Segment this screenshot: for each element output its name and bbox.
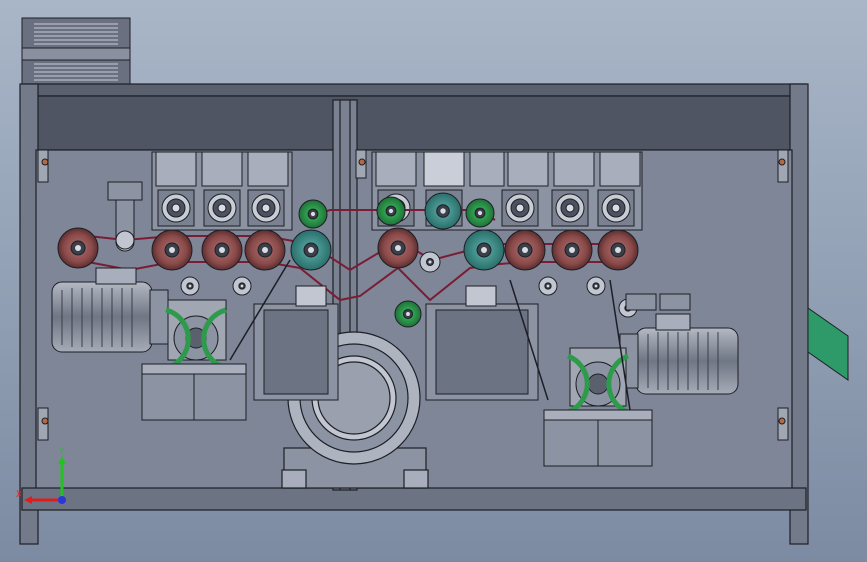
roller-13: [424, 192, 462, 230]
base-block-left: [141, 363, 247, 421]
motor-left: [51, 267, 169, 353]
roller-1: [57, 227, 99, 269]
roller-4: [244, 229, 286, 271]
roller-12: [376, 196, 406, 226]
roller-21: [586, 276, 606, 296]
roller-9: [551, 229, 593, 271]
base-block-right: [543, 409, 653, 467]
bearing-3: [247, 189, 285, 227]
chutes: [253, 285, 539, 401]
roller-8: [504, 229, 546, 271]
roller-5: [290, 229, 332, 271]
top-left-plate-stack: [21, 17, 131, 89]
roller-10: [597, 229, 639, 271]
tension-bracket: [107, 181, 691, 311]
roller-17: [180, 276, 200, 296]
bearing-8: [597, 189, 635, 227]
roller-2: [151, 229, 193, 271]
roller-11: [298, 199, 328, 229]
side-bracket: [807, 307, 849, 381]
roller-18: [232, 276, 252, 296]
gearbox-left: [165, 299, 227, 371]
triad-x-label: X: [16, 490, 22, 500]
triad-y-label: Y: [58, 447, 65, 457]
upper-bearing-housings: [151, 151, 643, 231]
bearing-1: [157, 189, 195, 227]
bearing-2: [203, 189, 241, 227]
roller-6: [377, 227, 419, 269]
roller-14: [465, 198, 495, 228]
bearing-6: [501, 189, 539, 227]
gearbox-right: [566, 347, 630, 415]
roller-15: [394, 300, 422, 328]
housing-group-right: [371, 151, 643, 231]
roller-7: [463, 229, 505, 271]
guide-bars: [229, 259, 631, 411]
roller-row: [57, 192, 639, 328]
roller-20: [538, 276, 558, 296]
bearing-7: [551, 189, 589, 227]
roller-19: [419, 251, 441, 273]
coordinate-triad: X Y: [16, 447, 66, 504]
roller-3: [201, 229, 243, 271]
